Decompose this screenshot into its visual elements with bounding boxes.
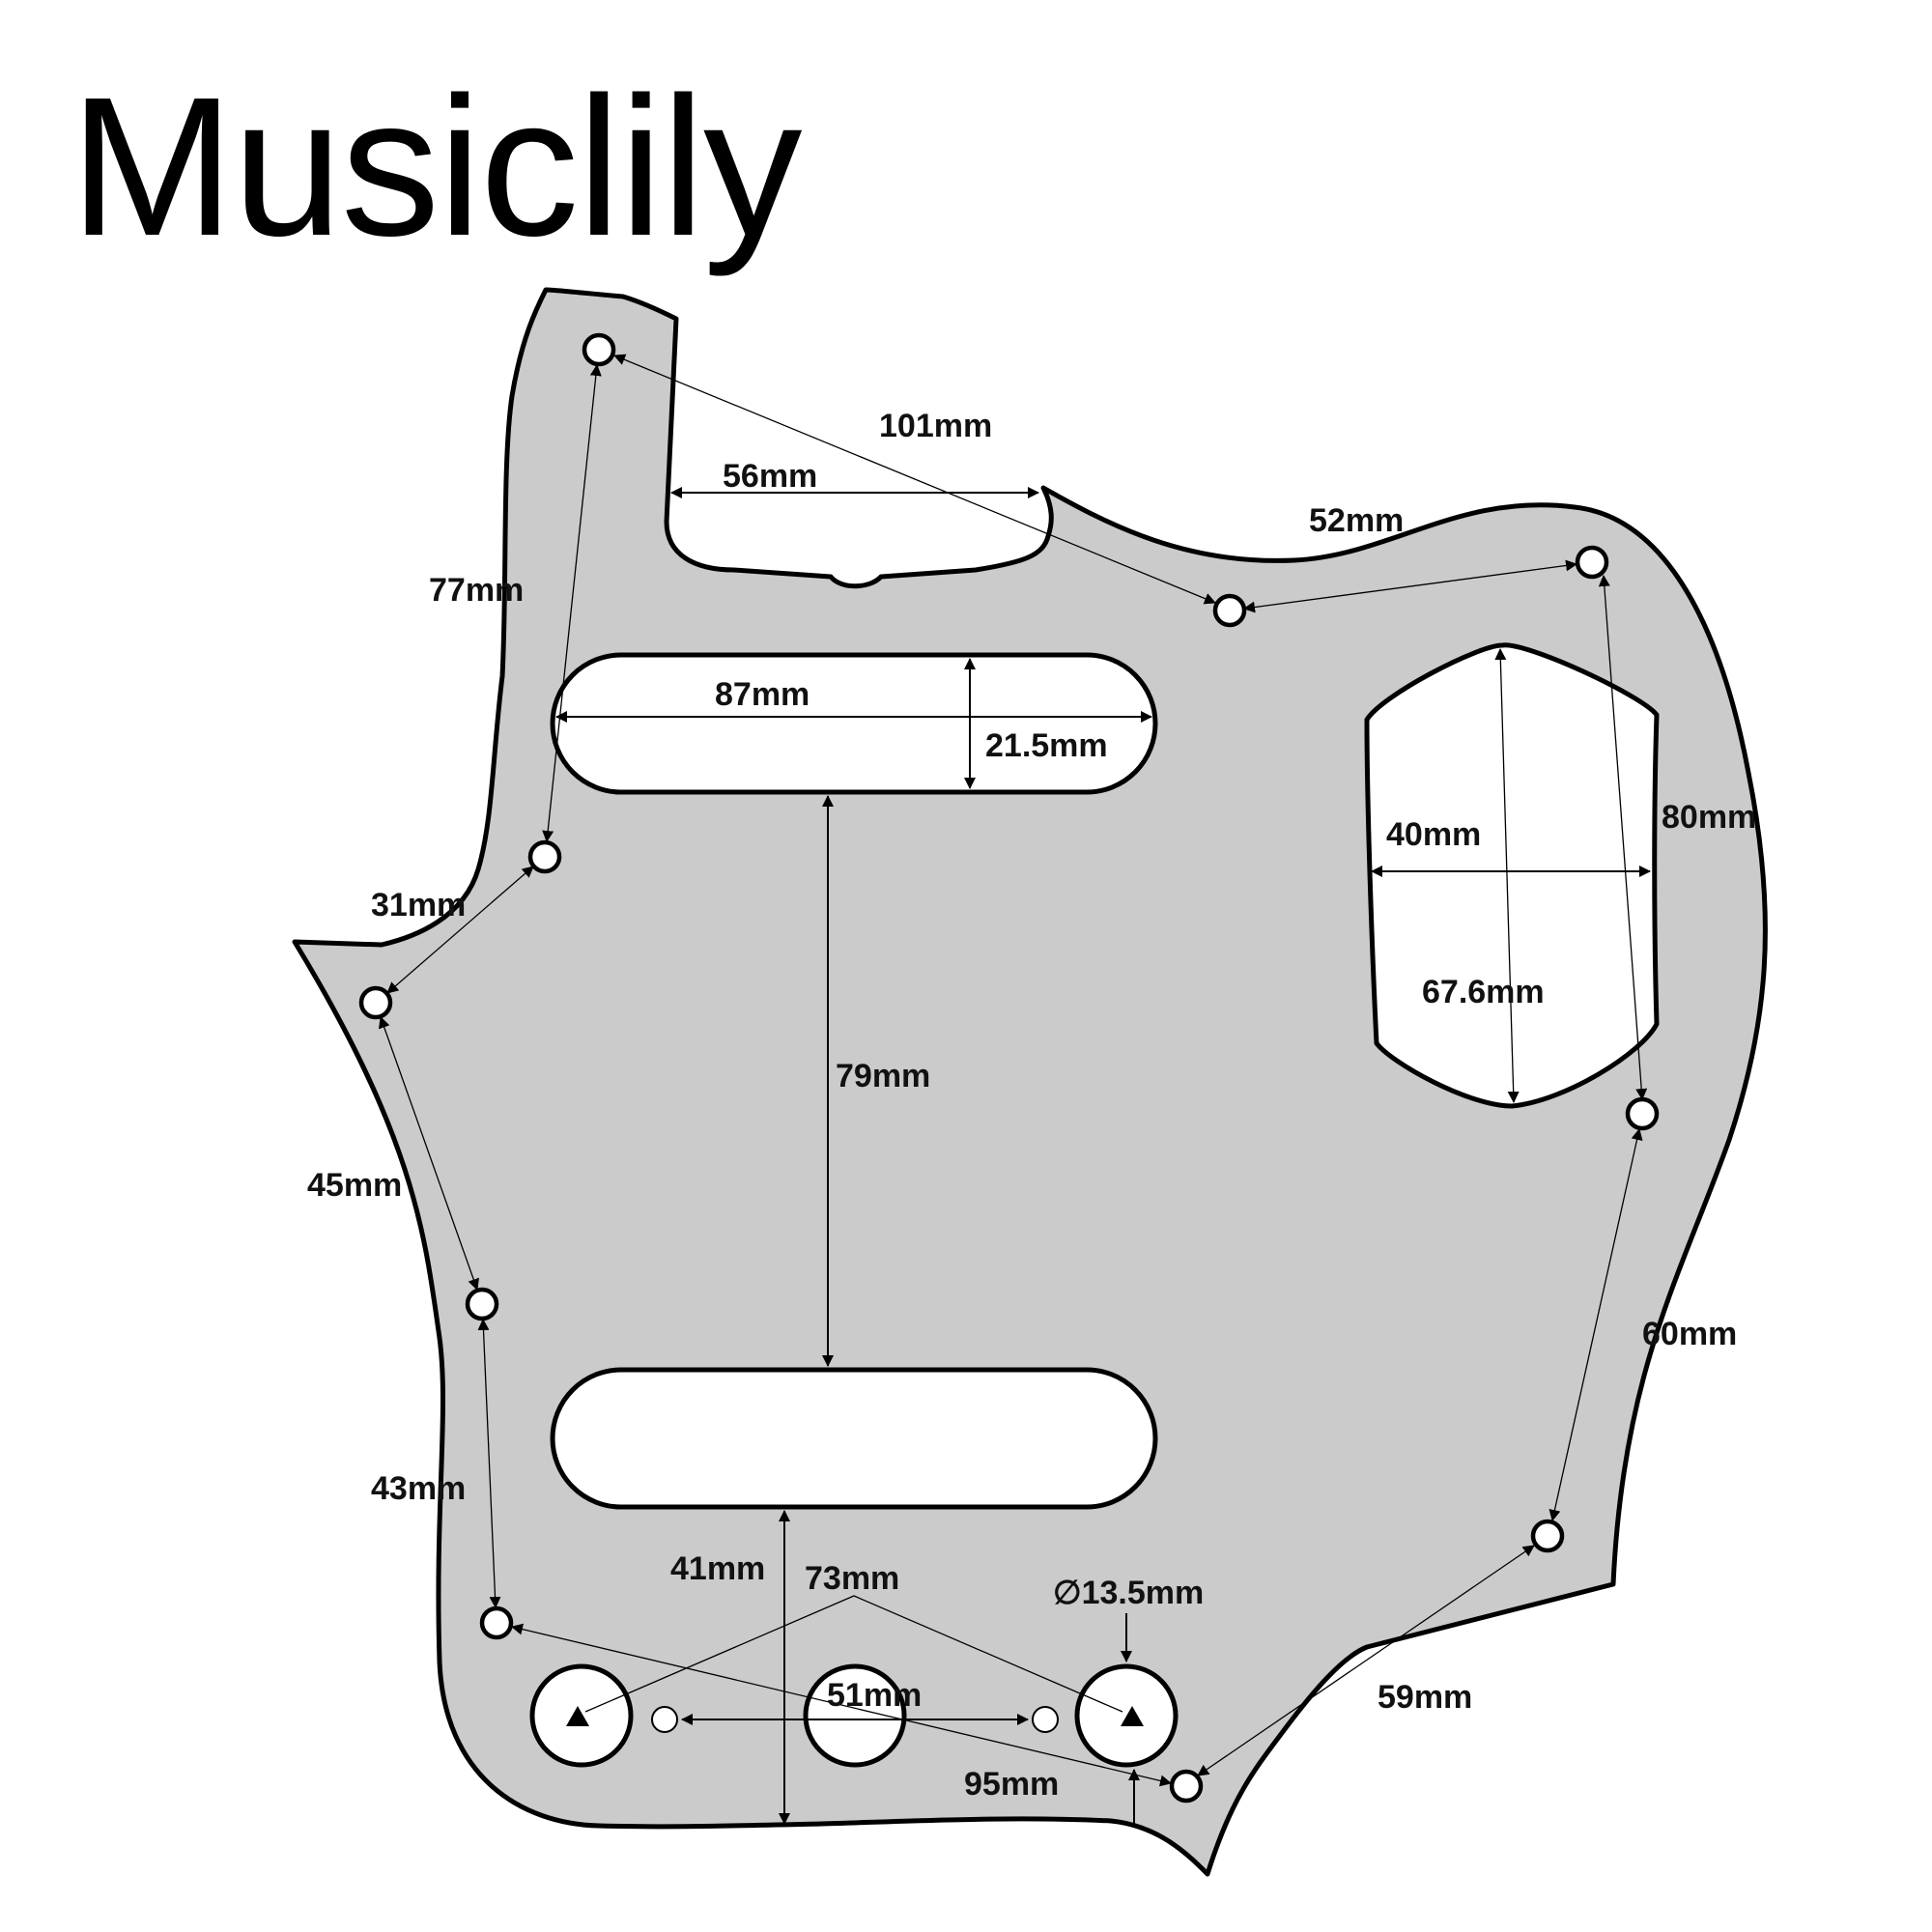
screw-hole [527,839,562,874]
dim-label-52mm: 52mm [1309,502,1404,539]
dim-label-59mm: 59mm [1378,1679,1472,1716]
knob-hole-right [1074,1663,1179,1768]
dim-label-77mm: 77mm [429,572,524,609]
dim-label-79mm: 79mm [836,1058,930,1094]
dim-label-87mm: 87mm [715,676,810,713]
screw-hole [1530,1519,1565,1553]
dim-label-31mm: 31mm [371,887,466,923]
dim-label-41mm: 41mm [670,1550,765,1587]
screw-hole [1575,545,1609,580]
dim-label-95mm: 95mm [964,1766,1059,1803]
screw-hole [1169,1769,1204,1804]
dim-label-diameter-13-5mm: ∅13.5mm [1053,1575,1204,1611]
dim-label-73mm: 73mm [805,1560,899,1597]
dim-label-101mm: 101mm [879,408,992,444]
screw-hole [358,985,393,1020]
small-hole-right [1032,1706,1059,1733]
dim-label-56mm: 56mm [723,458,817,495]
dim-label-40mm: 40mm [1386,816,1481,853]
screw-hole [1625,1096,1660,1131]
screw-holes [358,332,1660,1804]
dim-label-51mm: 51mm [827,1677,922,1714]
dim-label-67-6mm: 67.6mm [1422,974,1545,1010]
dim-label-21-5mm: 21.5mm [985,727,1108,764]
dim-label-60mm: 60mm [1642,1316,1737,1352]
screw-hole [479,1605,514,1640]
dim-label-80mm: 80mm [1662,799,1756,836]
screw-hole [582,332,616,367]
dimension-lines [379,354,1651,1825]
screw-hole [1212,593,1247,628]
dim-label-43mm: 43mm [371,1470,466,1507]
dim-label-45mm: 45mm [307,1167,402,1204]
screw-hole [465,1287,499,1321]
small-hole-left [651,1706,678,1733]
neck-pickup-cutout [550,652,1158,795]
bridge-pickup-cutout [550,1367,1158,1510]
brand-logo-text: Musiclily [70,56,802,277]
